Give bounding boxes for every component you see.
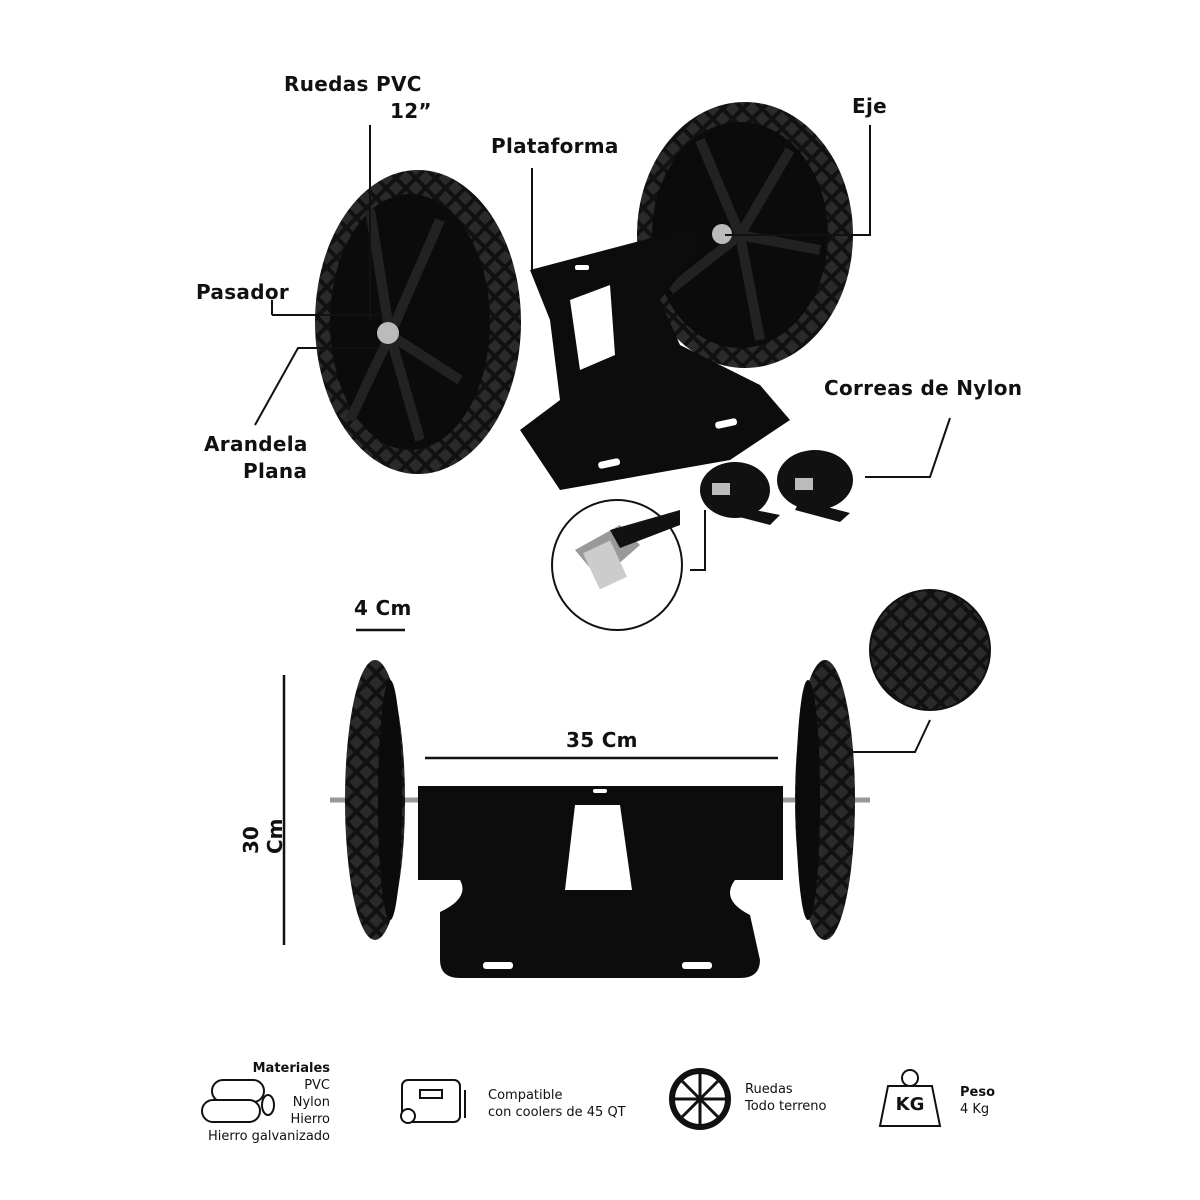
- weight-title: Peso: [960, 1085, 996, 1100]
- dim-height: 30 Cm: [239, 818, 287, 854]
- wheel-icon: [669, 1068, 731, 1130]
- material-item: PVC: [304, 1078, 330, 1093]
- callout-wheels: Ruedas PVC: [284, 72, 422, 96]
- cooler-icon: [400, 1079, 466, 1124]
- callout-washer: Arandela: [204, 432, 308, 456]
- material-item: Hierro galvanizado: [208, 1129, 330, 1144]
- front-view: [330, 660, 870, 978]
- dimension-lines: [282, 628, 778, 945]
- material-item: Nylon: [292, 1095, 330, 1110]
- compat-line2: con coolers de 45 QT: [488, 1105, 626, 1120]
- wheels-line1: Ruedas: [745, 1082, 793, 1097]
- callout-washer-2: Plana: [243, 459, 308, 483]
- nylon-straps: [700, 450, 853, 525]
- feature-weight: Peso 4 Kg: [960, 1084, 995, 1118]
- weight-value: 4 Kg: [960, 1102, 990, 1117]
- compat-line1: Compatible: [488, 1088, 563, 1103]
- wheel-top-left: [315, 170, 521, 474]
- callout-pin: Pasador: [196, 280, 290, 304]
- platform-top: [520, 225, 790, 490]
- dim-wheel-width: 4 Cm: [354, 596, 412, 620]
- feature-wheels: Ruedas Todo terreno: [745, 1081, 827, 1115]
- buckle-inset: [551, 499, 683, 631]
- pipes-icon: [201, 1079, 275, 1123]
- tread-inset: [869, 589, 991, 711]
- weight-icon: [878, 1069, 942, 1127]
- callout-lines: [254, 125, 951, 753]
- callout-platform: Plataforma: [491, 134, 619, 158]
- dim-axle-length: 35 Cm: [566, 728, 638, 752]
- material-item: Hierro: [290, 1112, 330, 1127]
- callout-axle: Eje: [852, 94, 887, 118]
- callout-straps: Correas de Nylon: [824, 376, 1023, 400]
- feature-icons: [201, 1068, 942, 1130]
- callout-wheels-size: 12”: [390, 99, 432, 123]
- materials-title: Materiales: [252, 1061, 330, 1076]
- wheels-line2: Todo terreno: [745, 1099, 827, 1114]
- feature-materials: Materiales PVC Nylon Hierro Hierro galva…: [208, 1060, 330, 1145]
- feature-compat: Compatible con coolers de 45 QT: [488, 1087, 626, 1121]
- weight-badge: KG: [895, 1094, 925, 1115]
